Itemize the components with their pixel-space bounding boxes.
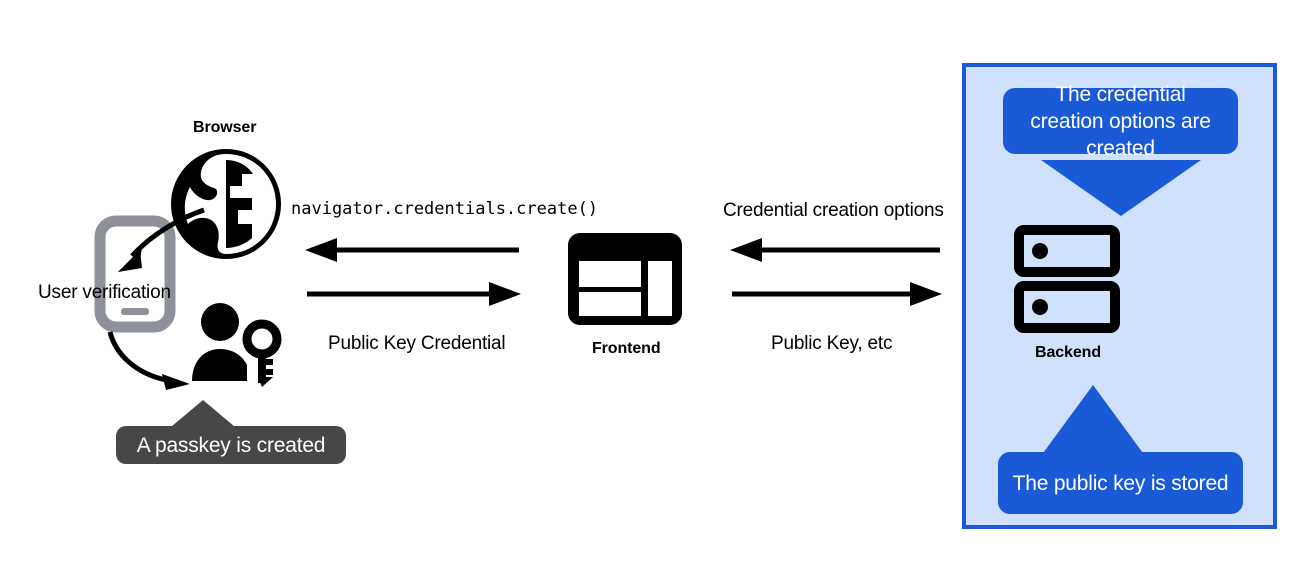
browser-to-frontend-response-arrow [307, 282, 521, 306]
credential-creation-options-callout-tail [1041, 160, 1201, 216]
public-key-etc-label: Public Key, etc [771, 333, 893, 354]
credential-creation-options-callout-text: The credential creation options are crea… [1030, 82, 1211, 160]
tablet-device-icon [94, 215, 176, 333]
navigator-credentials-create-label: navigator.credentials.create() [291, 199, 599, 219]
credential-creation-options-callout: The credential creation options are crea… [1003, 83, 1238, 160]
backend-label: Backend [1035, 344, 1101, 361]
frontend-to-backend-request-arrow [730, 238, 940, 262]
passkey-created-callout-text: A passkey is created [136, 433, 326, 457]
browser-label: Browser [193, 119, 257, 136]
credential-creation-options-label: Credential creation options [723, 200, 944, 221]
public-key-credential-label: Public Key Credential [328, 333, 506, 354]
public-key-stored-callout-tail [1038, 385, 1148, 460]
passkey-created-callout: A passkey is created [116, 426, 346, 464]
server-stack-icon [1014, 225, 1120, 333]
passkey-created-callout-tail [165, 400, 241, 432]
browser-window-icon [568, 233, 682, 325]
device-to-user-arrow [107, 331, 190, 390]
globe-to-device-arrow [118, 207, 205, 272]
public-key-stored-callout: The public key is stored [998, 452, 1243, 514]
globe-icon [171, 149, 281, 259]
public-key-stored-callout-text: The public key is stored [1012, 471, 1229, 495]
user-verification-label: User verification [38, 282, 171, 303]
frontend-label: Frontend [592, 340, 661, 357]
browser-to-frontend-request-arrow [305, 238, 519, 262]
user-with-key-icon [192, 303, 282, 387]
frontend-to-backend-response-arrow [732, 282, 942, 306]
